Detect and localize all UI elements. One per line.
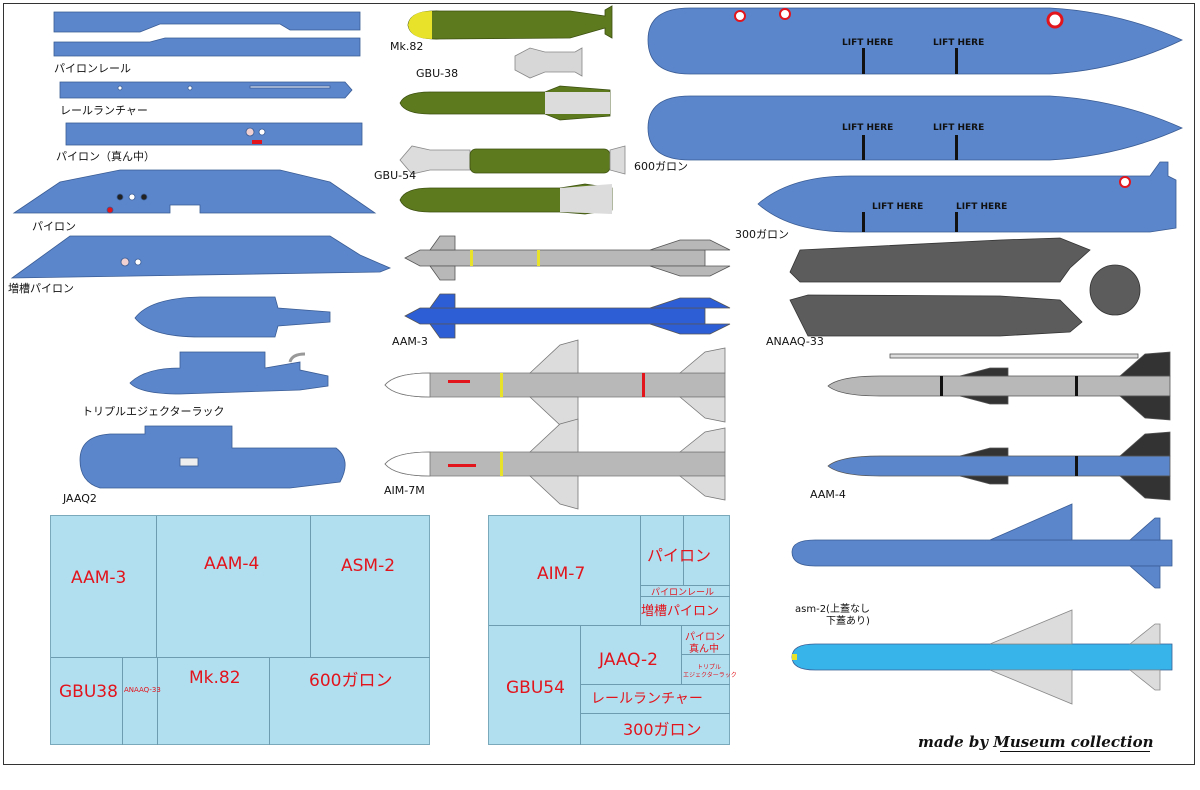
layout-300gal: 300ガロン xyxy=(623,720,702,739)
layout-triple-ejector: トリプル xyxy=(697,664,722,671)
layout-pylon: パイロン xyxy=(647,546,712,565)
gbu38-art xyxy=(514,47,583,79)
label-300gal: 300ガロン xyxy=(735,228,789,241)
label-mk82: Mk.82 xyxy=(390,40,424,53)
aim7m-art xyxy=(384,339,726,510)
tank-300-art xyxy=(757,161,1177,233)
lift-here-label: LIFT HERE xyxy=(872,202,924,212)
layout-pylon-center: パイロン xyxy=(685,632,725,643)
aam4-art xyxy=(827,351,1171,501)
layout-asm2: ASM-2 xyxy=(341,556,396,576)
gbu38-long-art xyxy=(399,85,611,121)
mk82-art xyxy=(407,5,613,40)
label-pylon-center: パイロン（真ん中） xyxy=(56,150,155,163)
tank-pylon-art xyxy=(10,235,392,279)
asm2-art xyxy=(791,503,1173,705)
label-pylon-rail: パイロンレール xyxy=(54,62,131,75)
layout-aam4: AAM-4 xyxy=(204,554,260,574)
label-triple-ejector: トリプルエジェクターラック xyxy=(82,405,225,418)
lift-here-label: LIFT HERE xyxy=(842,123,894,133)
layout-pylon-center: 真ん中 xyxy=(689,644,719,655)
layout-triple-ejector: エジェクターラック xyxy=(683,672,737,679)
tank-600-art xyxy=(647,7,1183,161)
credit-underline xyxy=(1000,751,1150,752)
label-rail-launcher: レールランチャー xyxy=(60,104,148,117)
layout-mk82: Mk.82 xyxy=(189,668,241,688)
pylon-center-art xyxy=(65,122,363,146)
label-gbu38: GBU-38 xyxy=(416,67,459,80)
layout-cell xyxy=(156,516,311,658)
layout-gbu54: GBU54 xyxy=(506,678,565,698)
lift-here-label: LIFT HERE xyxy=(933,38,985,48)
layout-cell xyxy=(310,516,430,658)
label-600gal: 600ガロン xyxy=(634,160,688,173)
pylon-rail-art xyxy=(53,11,361,57)
lift-here-label: LIFT HERE xyxy=(842,38,894,48)
label-aam4: AAM-4 xyxy=(810,488,846,501)
layout-aam3: AAM-3 xyxy=(71,568,127,588)
anaaq33-art xyxy=(789,237,1141,337)
layout-anaaq33: ANAAQ-33 xyxy=(124,686,161,694)
label-asm2-note: 下蓋あり) xyxy=(826,616,870,627)
label-aam3: AAM-3 xyxy=(392,335,428,348)
layout-600gal: 600ガロン xyxy=(309,671,393,691)
layout-guide-right: AIM-7 パイロン パイロンレール 増槽パイロン JAAQ-2 パイロン 真ん… xyxy=(488,515,737,745)
gbu54-art xyxy=(399,145,626,215)
layout-tank-pylon: 増槽パイロン xyxy=(641,604,720,619)
layout-cell xyxy=(580,713,730,745)
label-gbu54: GBU-54 xyxy=(374,169,417,182)
pylon-art xyxy=(12,169,377,214)
label-pylon: パイロン xyxy=(32,220,76,233)
label-tank-pylon: 増槽パイロン xyxy=(8,282,74,295)
layout-aim7: AIM-7 xyxy=(537,564,586,584)
layout-pylon-rail: パイロンレール xyxy=(651,588,715,598)
lift-here-label: LIFT HERE xyxy=(933,123,985,133)
layout-rail-launcher: レールランチャー xyxy=(591,691,703,707)
rail-launcher-art xyxy=(59,81,353,99)
sheet-border xyxy=(3,3,1195,765)
aam3-art xyxy=(404,235,731,339)
layout-jaaq2: JAAQ-2 xyxy=(599,650,658,670)
layout-gbu38: GBU38 xyxy=(59,682,118,702)
label-anaaq33: ANAAQ-33 xyxy=(766,335,824,348)
credit: made by Museum collection xyxy=(918,733,1154,751)
lift-here-label: LIFT HERE xyxy=(956,202,1008,212)
jaaq2-art xyxy=(79,425,346,489)
layout-cell xyxy=(269,657,430,745)
label-jaaq2: JAAQ2 xyxy=(63,492,97,505)
triple-ejector-art xyxy=(129,296,331,395)
layout-guide-left: AAM-3 AAM-4 ASM-2 GBU38 ANAAQ-33 Mk.82 6… xyxy=(50,515,430,745)
label-aim7m: AIM-7M xyxy=(384,484,425,497)
layout-cell xyxy=(122,657,158,745)
label-asm2-note: asm-2(上蓋なし xyxy=(795,604,870,615)
